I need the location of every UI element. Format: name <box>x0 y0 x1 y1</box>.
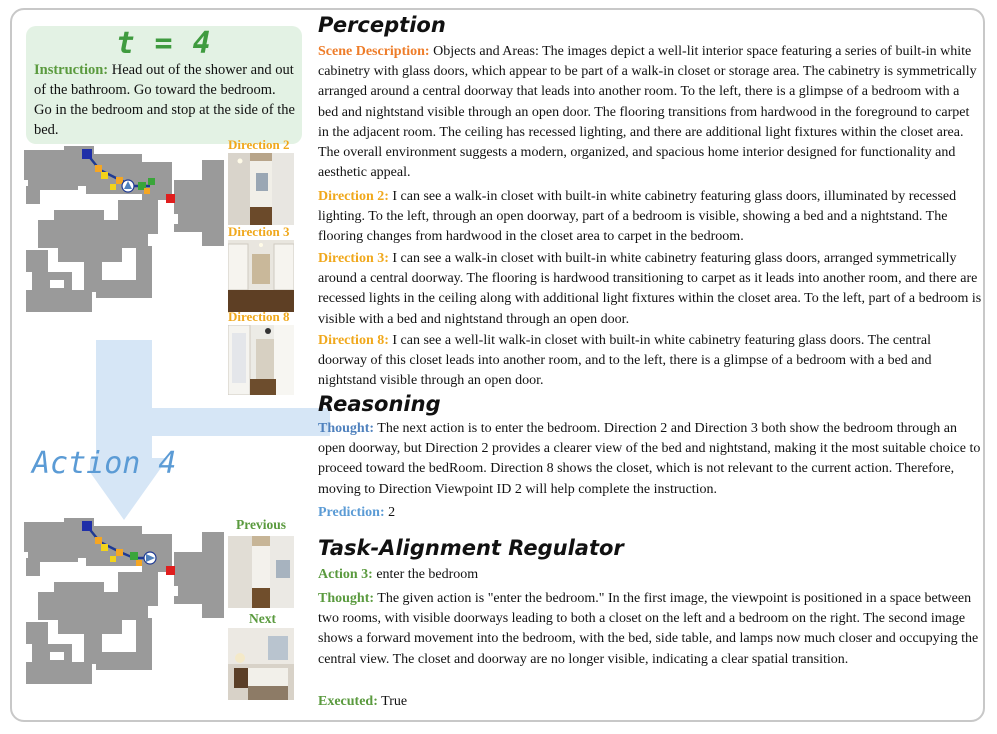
executed-label: Executed: <box>318 694 378 709</box>
regulator-action: Action 3: enter the bedroom <box>318 565 982 585</box>
regulator-thought: Thought: The given action is "enter the … <box>318 589 982 670</box>
previous-image[interactable] <box>228 536 294 608</box>
direction-8-label: Direction 8 <box>228 309 290 324</box>
prediction: Prediction: 2 <box>318 503 982 523</box>
executed-value: True <box>377 694 408 709</box>
instruction-text: Head out of the shower and out of the ba… <box>34 62 295 138</box>
d2-label: Direction 2: <box>318 189 389 204</box>
d3-text: I can see a walk-in closet with built-in… <box>318 251 982 327</box>
d8-label: Direction 8: <box>318 333 389 348</box>
regulator-thought-label: Thought: <box>318 591 375 606</box>
figure-frame <box>10 8 985 722</box>
reasoning-title: Reasoning <box>318 392 441 416</box>
prediction-label: Prediction: <box>318 505 385 520</box>
instruction-label: Instruction: <box>34 62 109 78</box>
direction-2-label: Direction 2 <box>228 137 290 152</box>
top-map <box>24 146 224 312</box>
direction-3-text: Direction 3: I can see a walk-in closet … <box>318 249 982 330</box>
regulator-executed: Executed: True <box>318 692 982 712</box>
instruction-box: t = 4 <box>26 26 302 144</box>
next-image[interactable] <box>228 628 294 700</box>
direction-2-text: Direction 2: I can see a walk-in closet … <box>318 187 982 248</box>
direction-2-image[interactable] <box>228 153 294 225</box>
direction-3-label: Direction 3 <box>228 224 290 239</box>
next-label: Next <box>249 611 276 626</box>
step-title: t = 4 <box>116 26 212 61</box>
scene-label: Scene Description: <box>318 44 430 59</box>
bottom-map <box>24 518 224 684</box>
regulator-action-text: enter the bedroom <box>372 567 479 582</box>
scene-text: Objects and Areas: The images depict a w… <box>318 44 977 181</box>
reasoning-thought-label: Thought: <box>318 421 375 436</box>
regulator-thought-text: The given action is "enter the bedroom."… <box>318 591 979 667</box>
previous-label: Previous <box>236 517 286 532</box>
direction-8-image[interactable] <box>228 325 294 395</box>
perception-title: Perception <box>318 13 446 37</box>
scene-description: Scene Description: Objects and Areas: Th… <box>318 42 982 183</box>
direction-8-text: Direction 8: I can see a well-lit walk-i… <box>318 331 982 392</box>
prediction-value: 2 <box>384 505 396 520</box>
instruction: Instruction: Head out of the shower and … <box>34 60 296 140</box>
reasoning-thought-text: The next action is to enter the bedroom.… <box>318 421 981 497</box>
direction-3-image[interactable] <box>228 240 294 312</box>
d3-label: Direction 3: <box>318 251 389 266</box>
d8-text: I can see a well-lit walk-in closet with… <box>318 333 932 389</box>
action-label: Action 4 <box>32 446 177 481</box>
flow-arrow <box>90 340 330 520</box>
d2-text: I can see a walk-in closet with built-in… <box>318 189 957 245</box>
reasoning-thought: Thought: The next action is to enter the… <box>318 419 982 500</box>
regulator-action-label: Action 3: <box>318 567 373 582</box>
regulator-title: Task-Alignment Regulator <box>318 536 624 560</box>
